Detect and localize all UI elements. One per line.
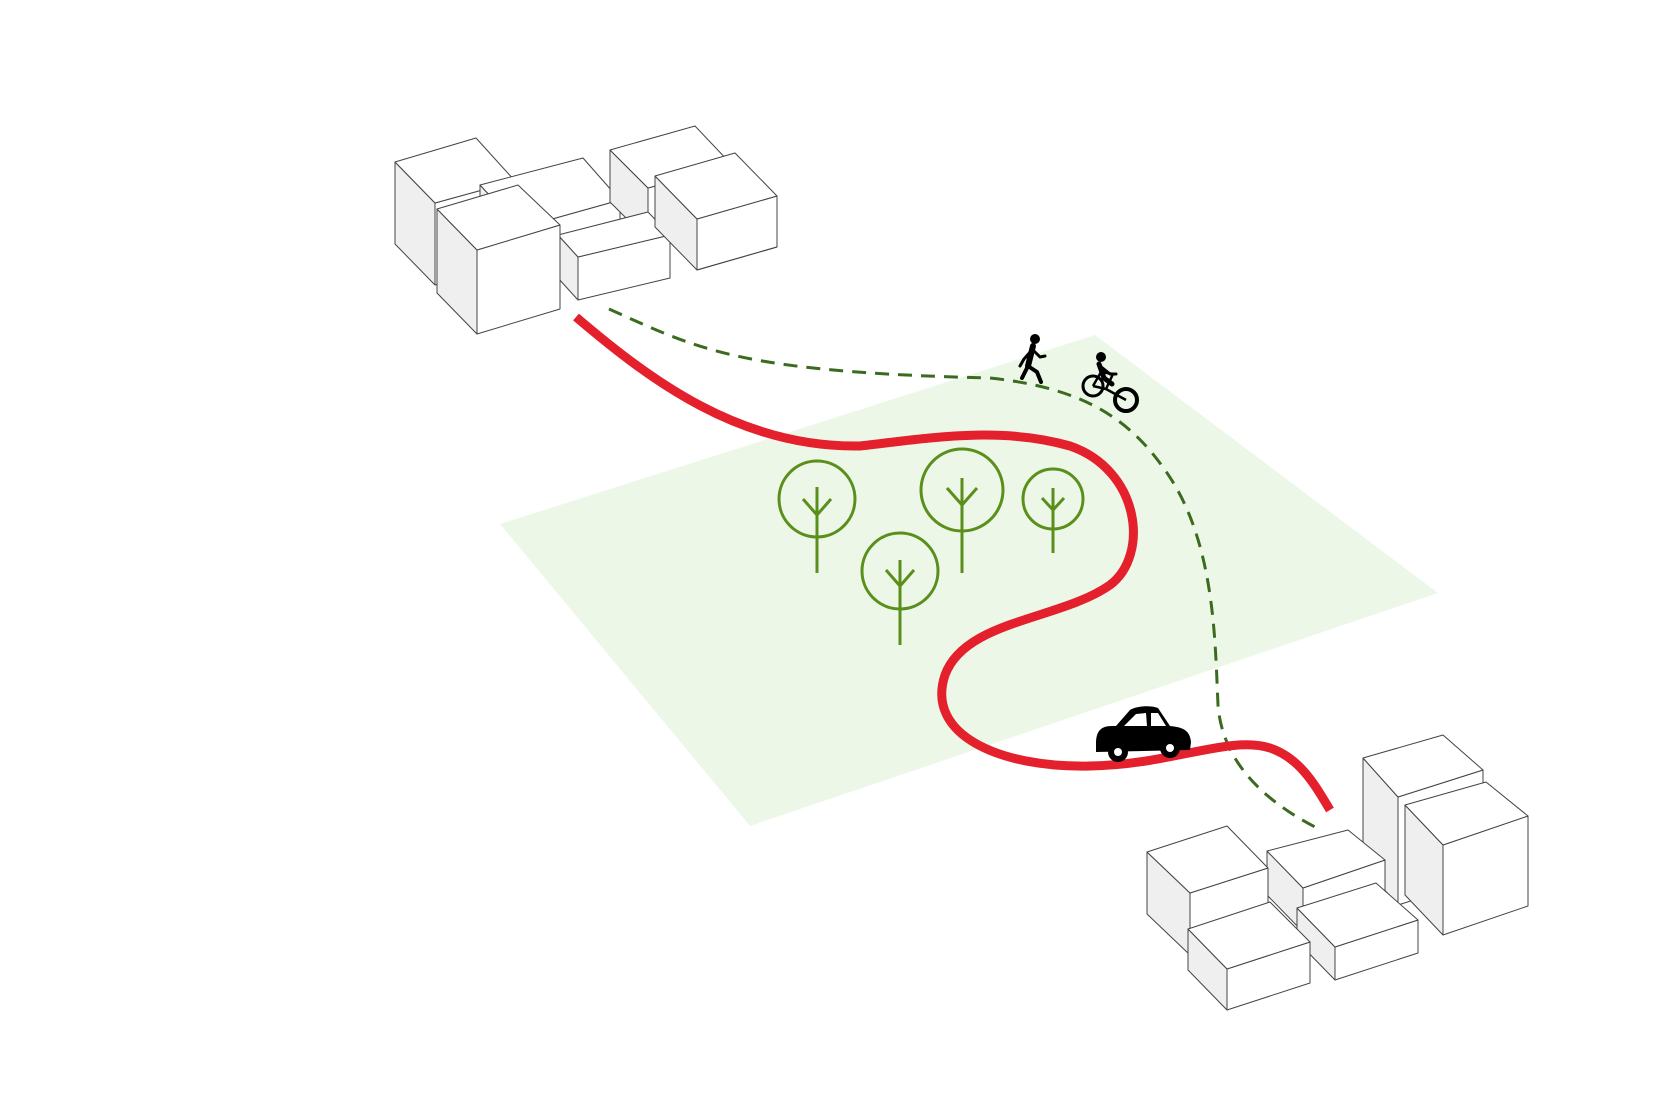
tree-icon <box>860 531 940 645</box>
tree-icon <box>777 459 857 573</box>
building-block <box>557 211 671 301</box>
bicycle-icon <box>1081 352 1139 413</box>
building-cluster-northwest <box>394 125 778 335</box>
road <box>573 313 1334 813</box>
pedestrian-icon <box>1018 334 1047 384</box>
building-block <box>1296 882 1419 981</box>
tree-icon <box>1021 467 1085 553</box>
tree-icon <box>919 447 1005 573</box>
car-icon <box>1096 706 1191 762</box>
pedestrian-cycle-path <box>608 307 1318 830</box>
building-block <box>1187 901 1311 1011</box>
building-cluster-southeast <box>1146 734 1529 1011</box>
building-block <box>654 152 778 271</box>
building-block <box>436 184 561 335</box>
park-area <box>500 335 1438 826</box>
building-block <box>1404 781 1529 936</box>
